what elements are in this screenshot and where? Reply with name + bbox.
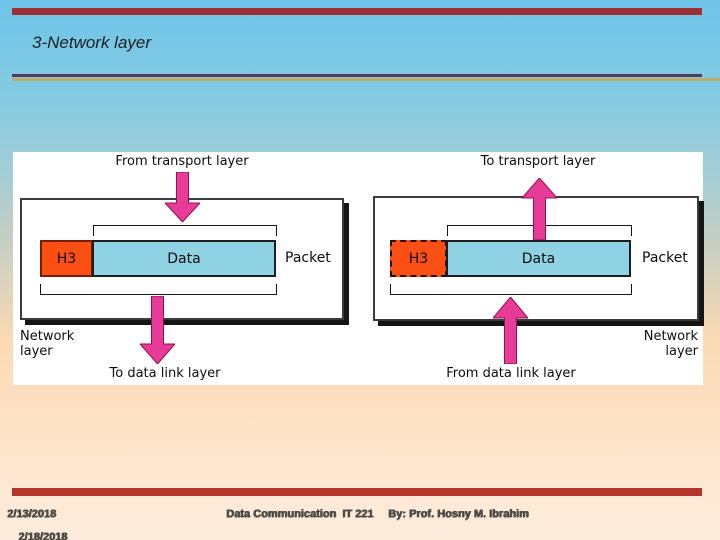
footer-date-main: 2/18/2018 bbox=[18, 531, 68, 540]
right-layer-caption-line2: layer bbox=[665, 344, 698, 359]
top-accent-bar bbox=[12, 8, 702, 15]
left-bottom-bracket bbox=[40, 284, 277, 295]
right-network-layer-caption: Network layer bbox=[644, 329, 698, 359]
right-packet-label: Packet bbox=[642, 250, 688, 266]
footer-accent-bar bbox=[12, 488, 702, 496]
footer-date-overlapped: 2/13/2018 bbox=[7, 508, 56, 520]
down-arrow-to-datalink bbox=[140, 296, 175, 364]
left-bottom-label: To data link layer bbox=[109, 366, 221, 381]
left-h3-header: H3 bbox=[40, 240, 93, 277]
right-bottom-label: From data link layer bbox=[446, 366, 576, 381]
right-top-label: To transport layer bbox=[480, 154, 596, 169]
right-packet-bar: H3 Data bbox=[390, 240, 631, 277]
title-underline-gold bbox=[12, 78, 720, 81]
left-packet-label: Packet bbox=[285, 250, 331, 266]
left-top-bracket bbox=[93, 225, 277, 236]
title-underline-dark bbox=[12, 74, 702, 77]
up-arrow-to-transport bbox=[522, 178, 557, 240]
right-h3-header-dashed: H3 bbox=[390, 240, 447, 277]
left-layer-caption-line2: layer bbox=[20, 344, 53, 359]
left-data-segment: Data bbox=[92, 240, 276, 277]
down-arrow-from-transport bbox=[165, 172, 200, 222]
right-layer-caption-line1: Network bbox=[643, 329, 698, 344]
footer-author: By: Prof. Hosny M. Ibrahim bbox=[388, 508, 529, 520]
footer-course-title: Data Communication IT 221 bbox=[226, 508, 374, 520]
left-top-label: From transport layer bbox=[115, 154, 249, 169]
left-layer-caption-line1: Network bbox=[20, 329, 75, 344]
left-packet-bar: H3 Data bbox=[40, 240, 276, 277]
left-network-layer-caption: Network layer bbox=[20, 329, 74, 359]
diagram-canvas: From transport layer H3 Data Packet Netw… bbox=[13, 152, 703, 385]
right-data-segment: Data bbox=[446, 240, 631, 277]
right-bottom-bracket bbox=[390, 284, 632, 295]
page-title: 3-Network layer bbox=[32, 33, 152, 52]
up-arrow-from-datalink bbox=[493, 297, 528, 364]
footer-date: 2/13/2018 2/18/2018 bbox=[6, 507, 67, 540]
